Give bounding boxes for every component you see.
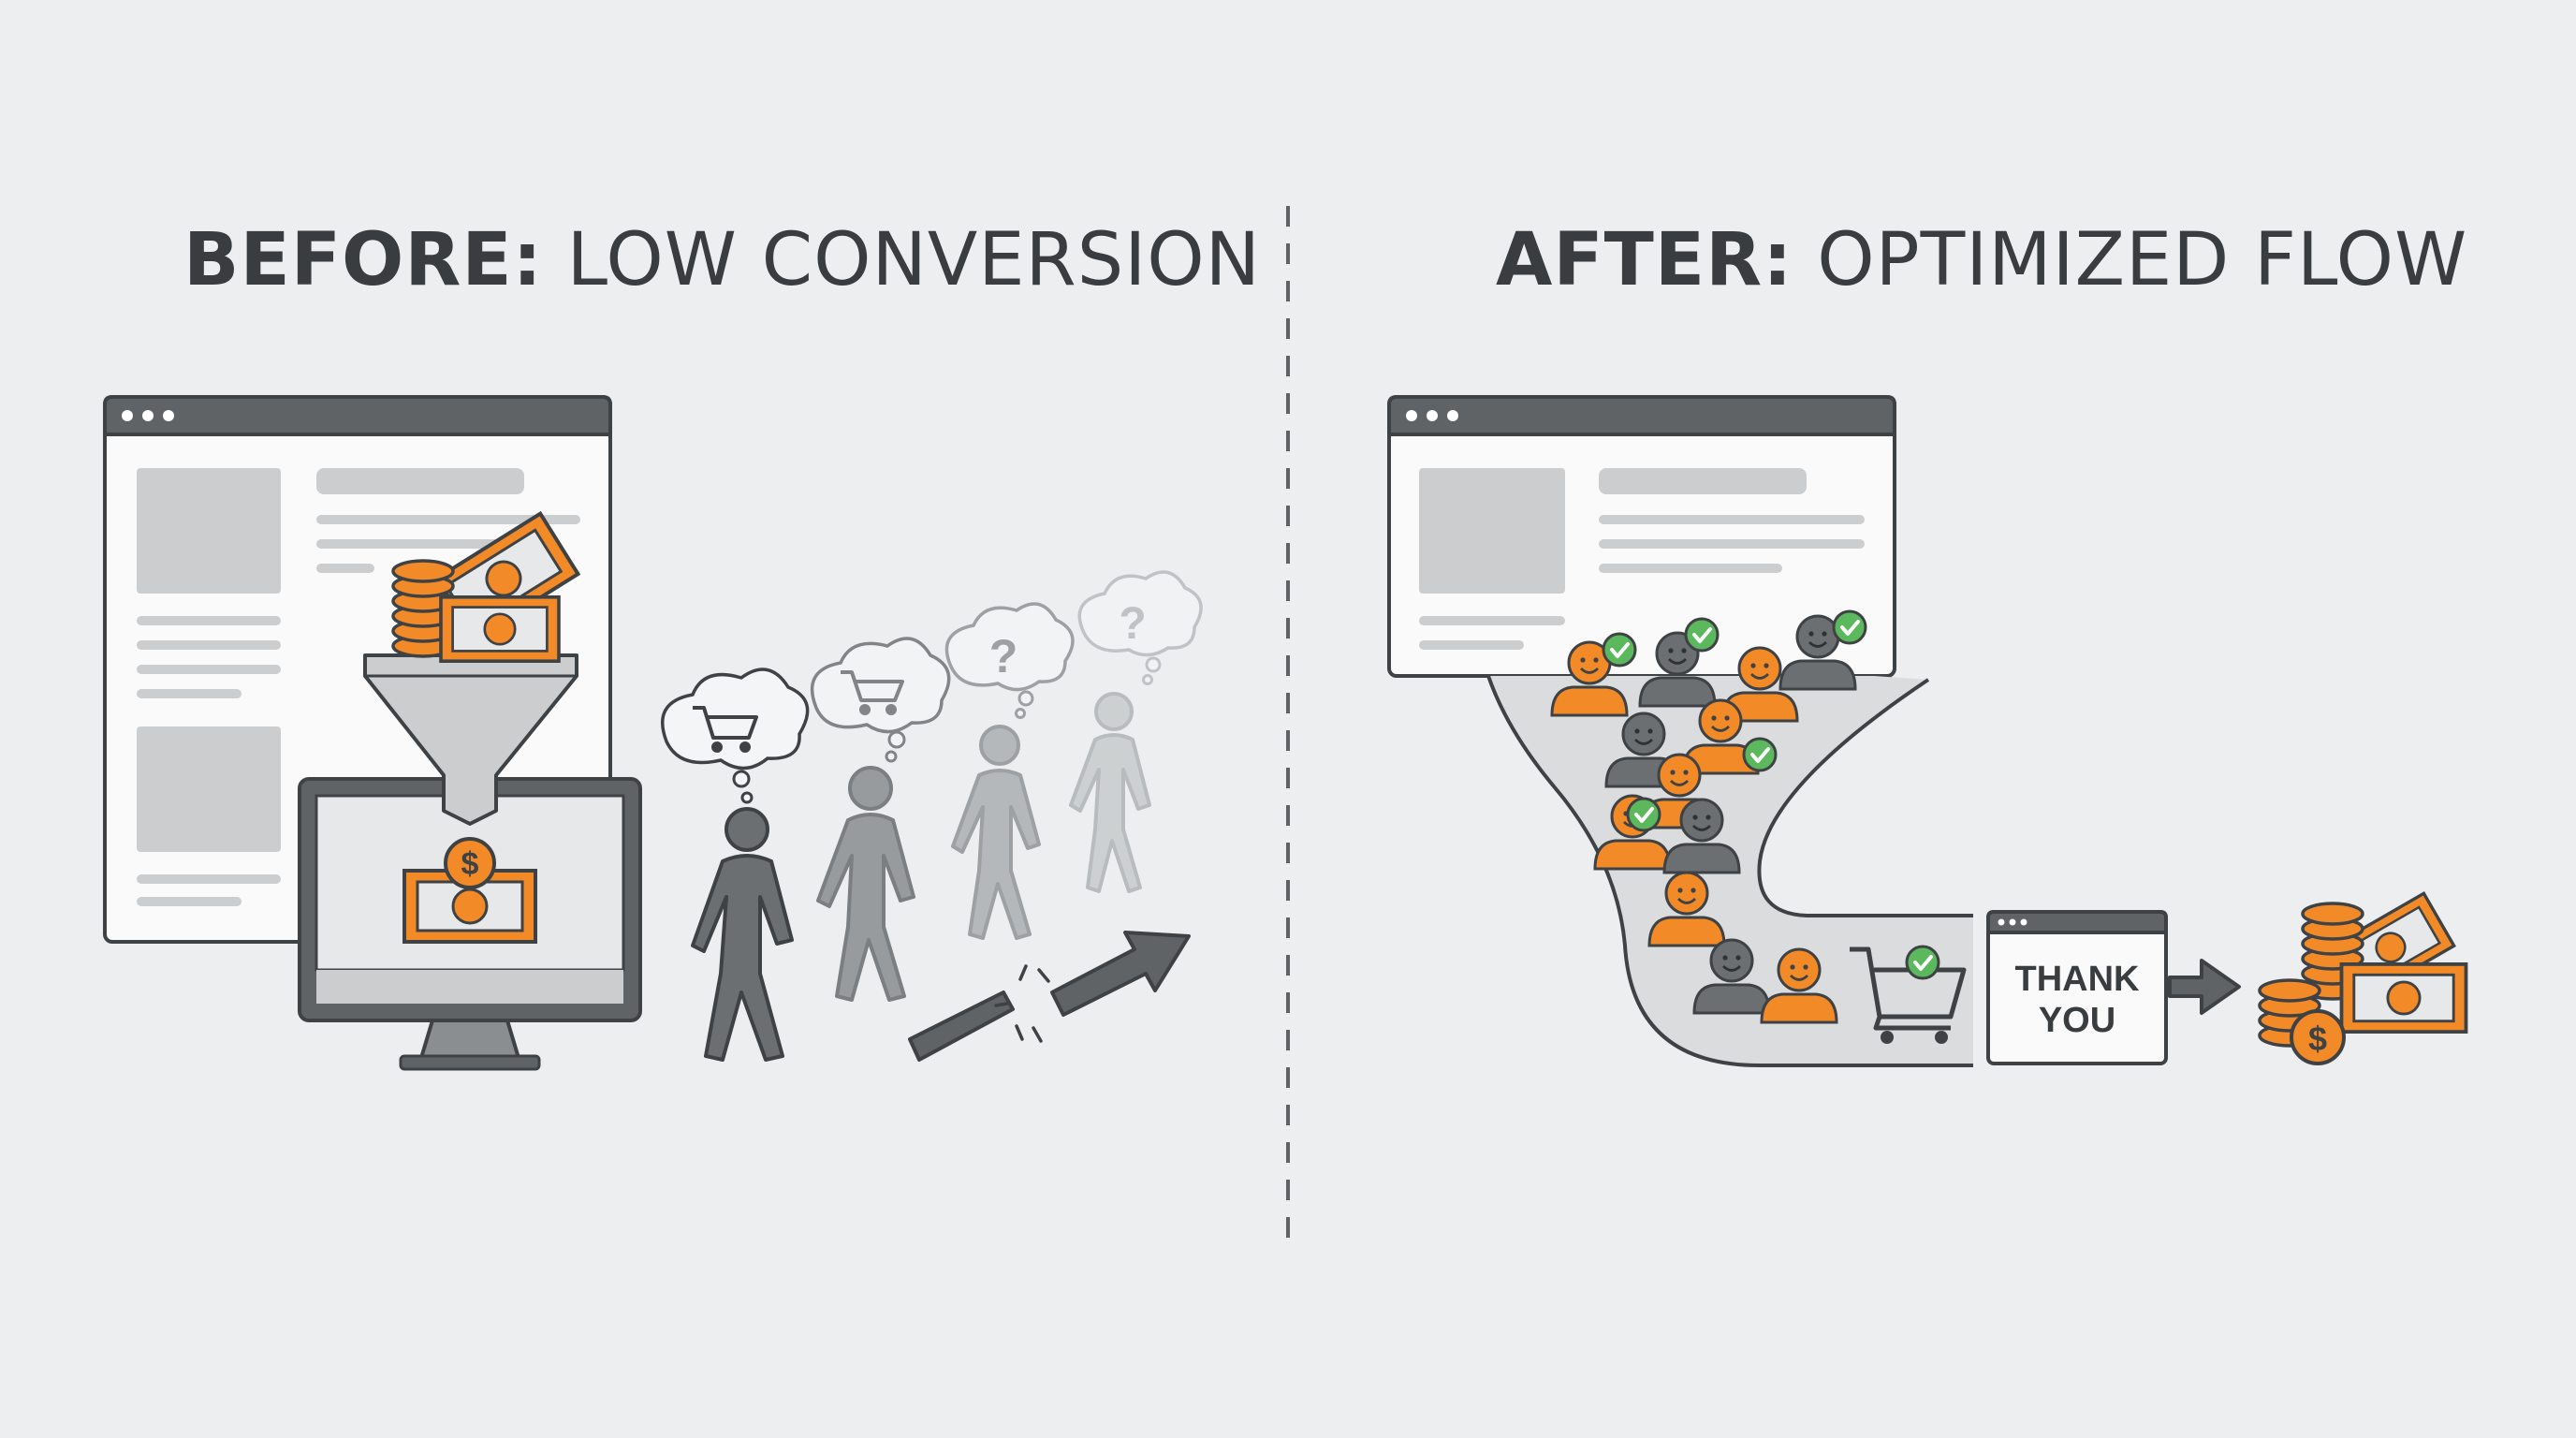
money-reward-icon: $: [2258, 891, 2468, 1065]
money-in-monitor-icon: $: [402, 837, 537, 944]
broken-arrow-icon: [908, 931, 1191, 1062]
question-icon: ?: [1119, 599, 1146, 649]
cart-icon: [693, 706, 758, 753]
before-title-bold: BEFORE:: [183, 218, 543, 302]
thank-you-text-line1: THANK: [2015, 960, 2141, 999]
cart-icon: [841, 670, 904, 715]
before-title-rest: LOW CONVERSION: [566, 218, 1261, 302]
funnel-icon: [363, 653, 578, 826]
after-title-bold: AFTER:: [1496, 218, 1793, 302]
thought-bubble-cart-1: [661, 668, 810, 804]
arrow-right-icon: [2168, 959, 2241, 1015]
walking-person-3: [951, 725, 1041, 940]
thought-bubble-cart-2: [811, 637, 951, 763]
thank-you-text-line2: YOU: [2039, 1001, 2115, 1040]
cart-checked-icon: [1850, 945, 1967, 1044]
walking-person-2: [816, 766, 915, 1002]
walking-person-4: [1069, 692, 1151, 893]
dollar-symbol-2: $: [2308, 1020, 2327, 1058]
thank-you-page: THANK YOU: [1986, 910, 2168, 1065]
after-title: AFTER: OPTIMIZED FLOW: [1496, 213, 2467, 307]
dollar-symbol-1: $: [461, 846, 479, 882]
walking-person-1: [691, 807, 794, 1062]
before-title: BEFORE: LOW CONVERSION: [183, 213, 1261, 307]
after-title-rest: OPTIMIZED FLOW: [1817, 218, 2468, 302]
thought-bubble-question-1: ?: [944, 602, 1075, 719]
thought-bubble-question-2: ?: [1077, 570, 1203, 685]
question-icon: ?: [989, 630, 1018, 682]
